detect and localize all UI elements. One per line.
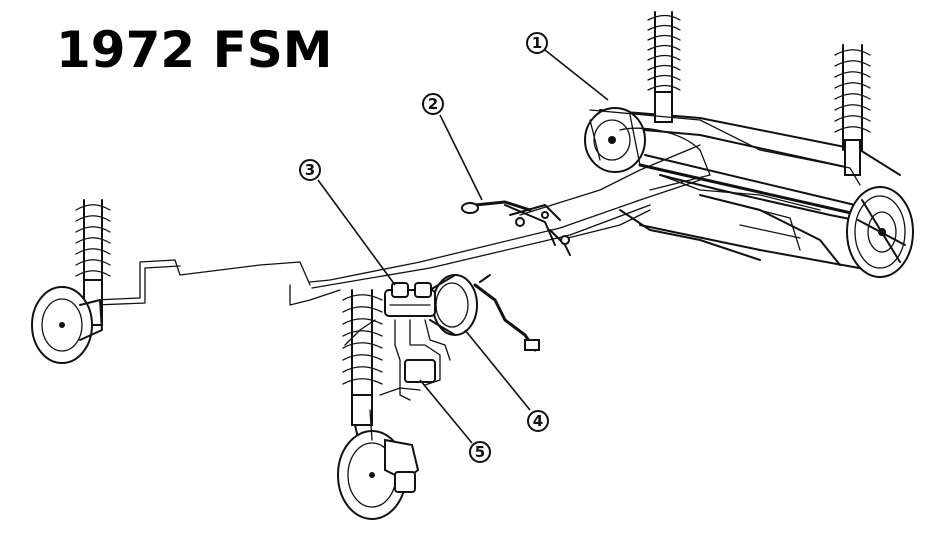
page-title: 1972 FSM (56, 21, 333, 79)
callout-3: 3 (299, 159, 396, 286)
rear-axle-assembly (584, 11, 914, 278)
callout-label-4: 4 (533, 412, 543, 430)
brake-lines (94, 144, 701, 306)
master-cylinder-booster (344, 274, 540, 401)
callout-label-1: 1 (532, 34, 542, 52)
handbrake-lever (461, 200, 571, 256)
callout-4: 4 (464, 329, 549, 432)
callout-1: 1 (526, 32, 609, 101)
callout-label-3: 3 (305, 161, 315, 179)
front-left-assembly (31, 199, 111, 364)
callout-label-2: 2 (428, 95, 438, 113)
front-right-assembly (337, 289, 420, 520)
callout-2: 2 (422, 93, 483, 201)
callout-5: 5 (419, 379, 491, 463)
callout-label-5: 5 (475, 443, 485, 461)
